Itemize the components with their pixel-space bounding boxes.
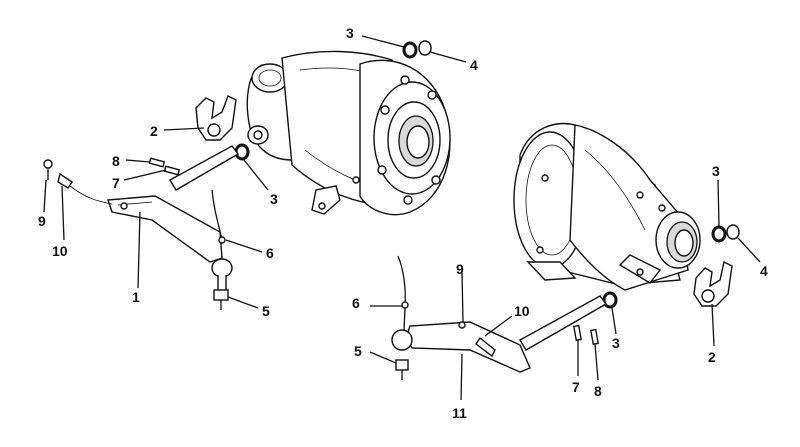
callout-9-left: 9	[38, 213, 46, 229]
right-lever	[391, 295, 608, 380]
left-fork	[195, 95, 237, 141]
right-assembly	[391, 122, 740, 380]
callout-3-right-top: 3	[712, 163, 720, 179]
callout-5-right: 5	[354, 343, 362, 359]
callout-6-left: 6	[266, 245, 274, 261]
callout-7-left: 7	[112, 175, 120, 191]
callout-4-left: 4	[470, 57, 478, 73]
right-fork	[693, 260, 733, 307]
callout-7-right: 7	[572, 379, 580, 395]
callout-5-left: 5	[262, 303, 270, 319]
callout-2-right: 2	[708, 349, 716, 365]
left-housing	[246, 50, 451, 216]
callout-4-right: 4	[760, 263, 768, 279]
callout-2-left: 2	[150, 123, 158, 139]
callout-3-right-shaft: 3	[612, 335, 620, 351]
callout-10-right: 10	[514, 303, 530, 319]
callout-6-right: 6	[352, 295, 360, 311]
callout-8-left: 8	[112, 153, 120, 169]
leader-lines	[43, 35, 761, 401]
left-lever	[107, 145, 240, 310]
callout-9-right: 9	[456, 261, 464, 277]
callout-11-right: 11	[452, 405, 467, 421]
callout-labels: 1 2 3 3 4 5 6 7 8 9 10 2 3 3 4 5 6 7 8 9…	[38, 25, 768, 421]
callout-3-left-top: 3	[346, 25, 354, 41]
callout-10-left: 10	[52, 243, 68, 259]
callout-3-left-shaft: 3	[270, 191, 278, 207]
callout-8-right: 8	[594, 383, 602, 399]
right-housing	[513, 122, 701, 291]
left-assembly	[43, 40, 451, 310]
callout-1-left: 1	[132, 289, 140, 305]
